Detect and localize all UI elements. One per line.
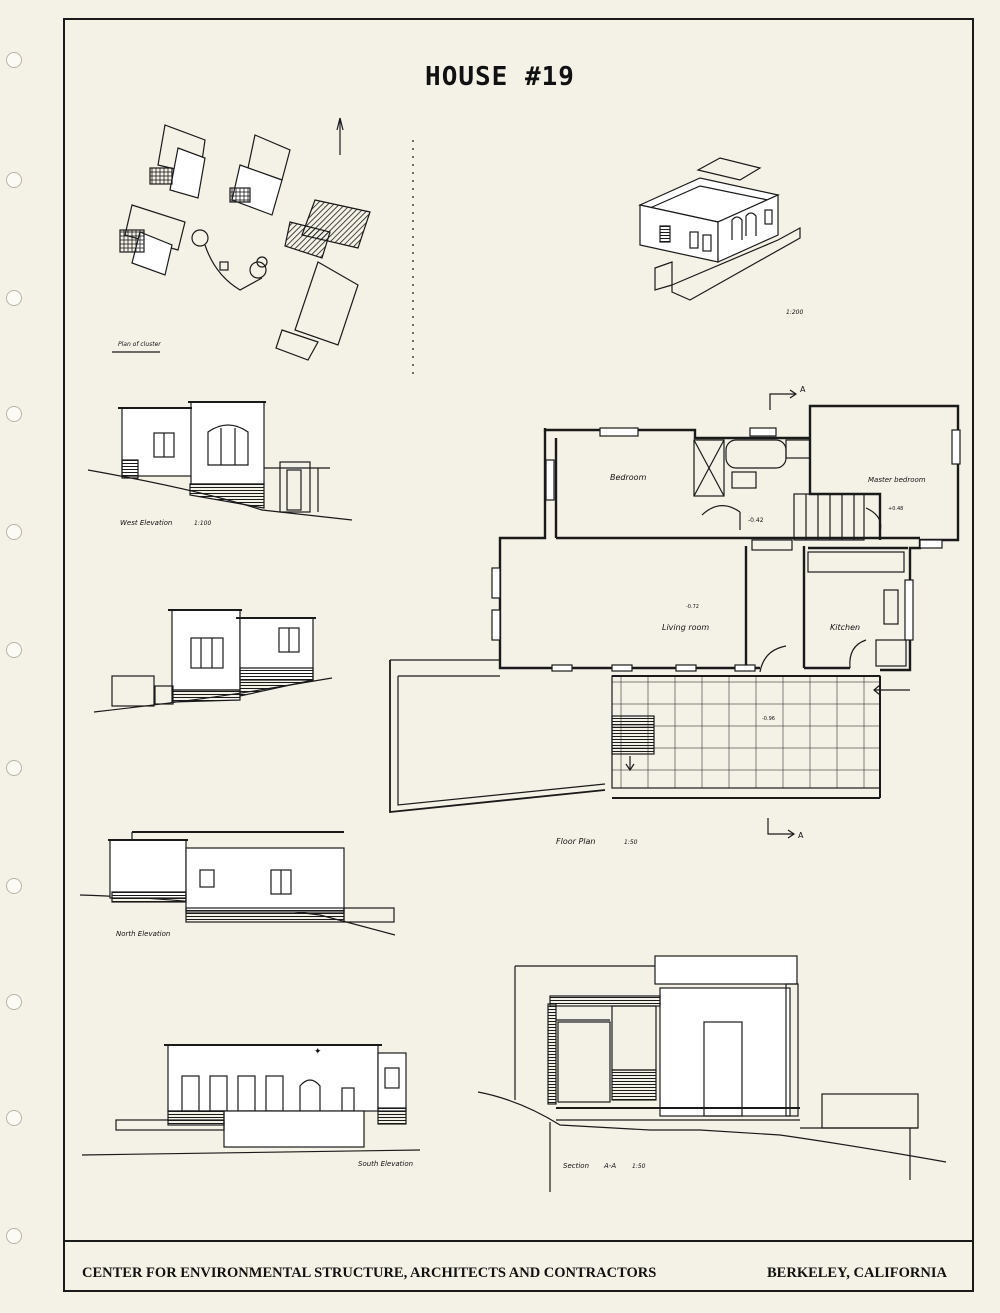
north-elevation: North Elevation [79,831,396,938]
room-label-bedroom: Bedroom [610,473,647,482]
sheet-title: HOUSE #19 [425,62,575,92]
west-elevation-scale: 1:100 [194,520,211,527]
level-hall: -0.42 [748,517,764,524]
punch-hole [6,406,22,422]
floor-plan-label: Floor Plan [556,837,595,846]
axonometric-scale: 1:200 [786,309,803,316]
section-marker-bottom: A [798,831,804,840]
section-a-a: Section A-A 1:50 [477,955,947,1192]
punch-hole [6,1110,22,1126]
north-elevation-label: North Elevation [116,930,170,938]
punch-hole [6,878,22,894]
section-name: A-A [603,1162,616,1170]
south-elevation: ✦ South Elevation [81,1044,421,1168]
punch-hole [6,52,22,68]
section-scale: 1:50 [632,1163,646,1170]
axonometric-view: 1:200 [638,157,803,316]
room-label-kitchen: Kitchen [830,623,860,632]
footer-location: BERKELEY, CALIFORNIA [767,1265,947,1281]
punch-hole [6,642,22,658]
punch-hole [6,172,22,188]
drawing-frame [63,18,974,1292]
site-plan: Plan of cluster [112,117,371,361]
section-marker-top: A [800,385,806,394]
punch-hole [6,760,22,776]
footer-divider [63,1240,974,1242]
south-elevation-label: South Elevation [358,1160,413,1168]
level-living: -0.72 [686,604,699,610]
room-label-living-room: Living room [662,623,709,632]
punch-hole [6,994,22,1010]
west-elevation-label: West Elevation [120,519,172,527]
punch-hole [6,290,22,306]
footer-organization: CENTER FOR ENVIRONMENTAL STRUCTURE, ARCH… [82,1265,657,1281]
svg-text:✦: ✦ [314,1047,322,1057]
level-master: +0.48 [888,506,903,512]
west-elevation: West Elevation 1:100 [87,401,353,527]
floor-plan-scale: 1:50 [624,839,638,846]
room-label-master-bedroom: Master bedroom [868,476,926,484]
punch-hole [6,1228,22,1244]
floor-plan: A A Bedroom Master bedroom Living room K… [389,385,961,846]
site-plan-label: Plan of cluster [118,341,161,348]
punch-hole [6,524,22,540]
section-label: Section [563,1162,589,1170]
east-elevation [93,609,333,713]
level-terrace: -0.96 [762,716,775,722]
